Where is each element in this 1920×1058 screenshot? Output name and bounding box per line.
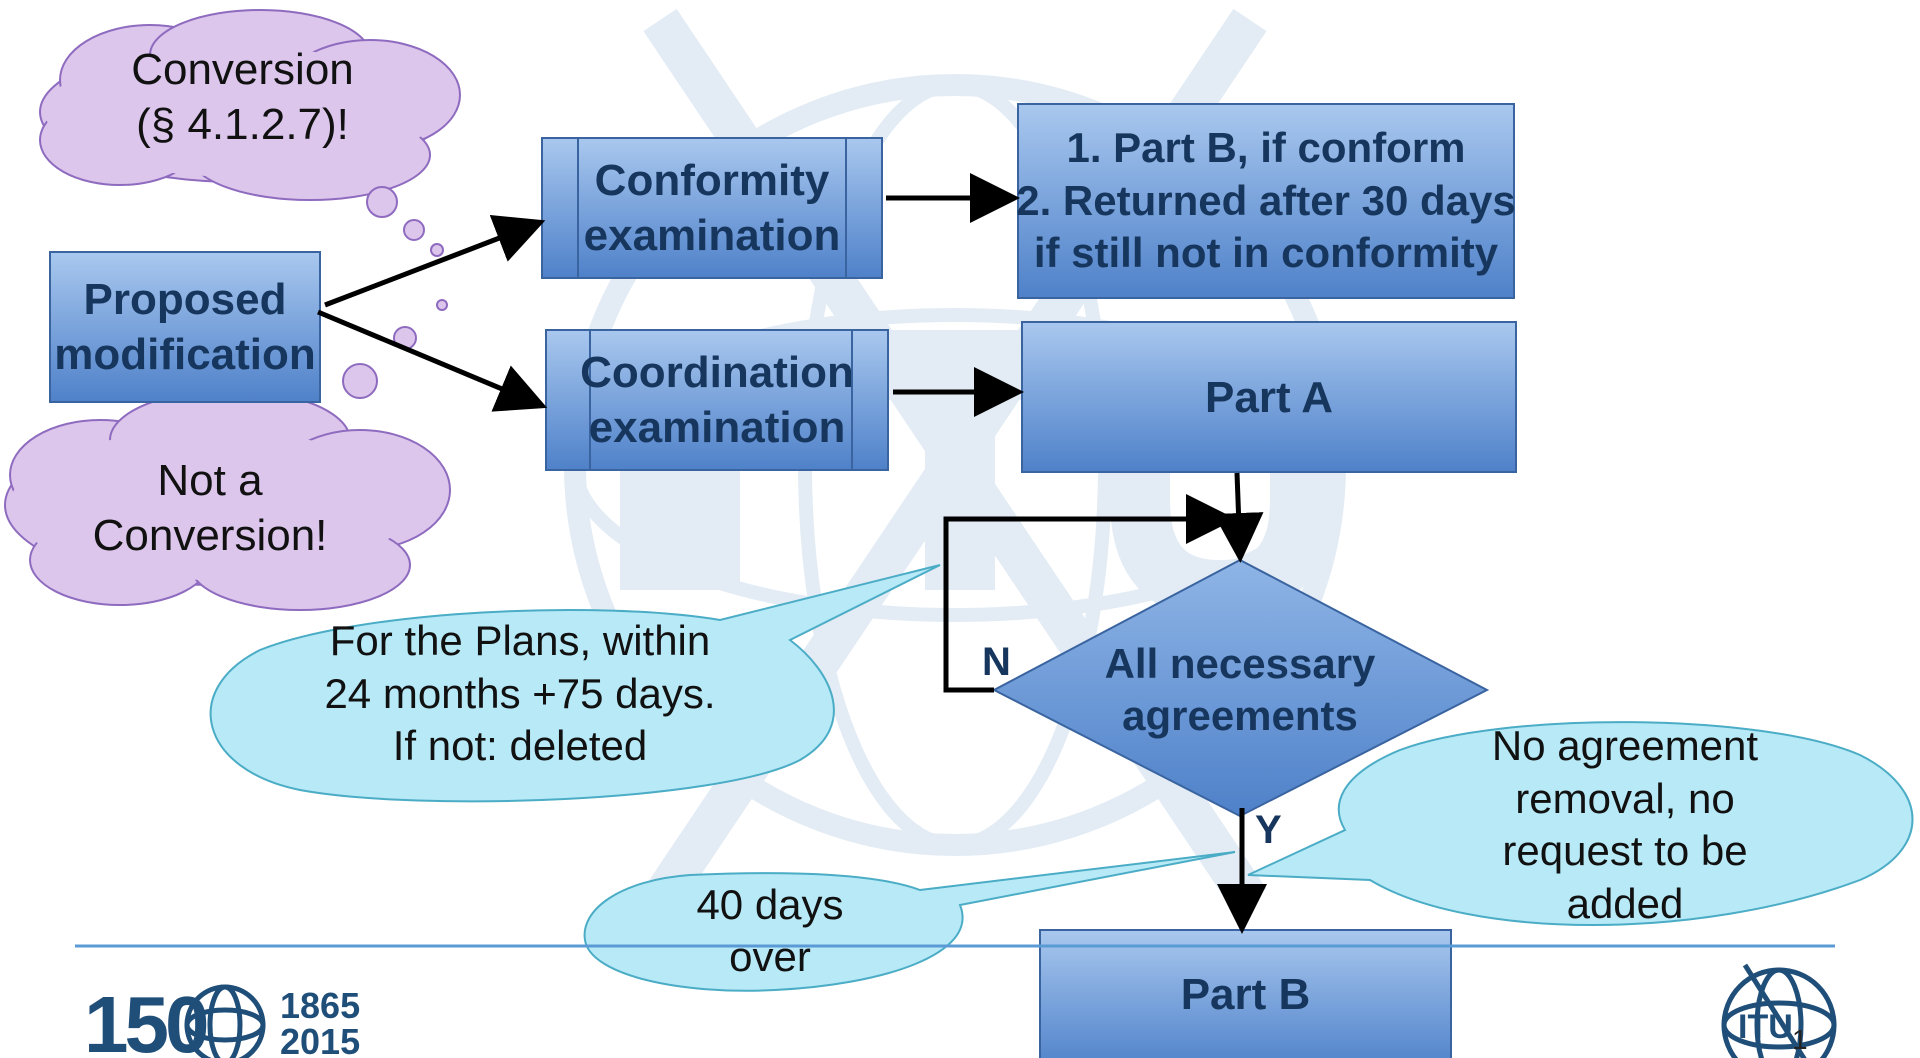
conformity-result-line-1: 1. Part B, if conform [1066, 124, 1466, 172]
callout-40days-shape [583, 851, 1236, 992]
part-a-label: Part A [1022, 322, 1516, 472]
decision-line-1: All necessary [1104, 639, 1376, 687]
branch-label-no: N [982, 640, 1011, 684]
cloud-not-conversion [4, 389, 451, 611]
callout-plans-shape [209, 564, 941, 803]
decision-label: All necessary agreements [1060, 630, 1420, 750]
conformity-examination-box [541, 137, 883, 279]
corner-emblem-label: ITU [1738, 1008, 1793, 1046]
thought-bubbles-upper [366, 186, 444, 257]
proposed-modification-box [49, 251, 321, 403]
logo-year-end: 2015 [280, 1021, 361, 1058]
cloud-not-conversion-text: Not a Conversion! [60, 448, 360, 568]
proposed-modification-label: Proposed modification [50, 252, 320, 402]
callout-40days-text: 40 days over [660, 876, 880, 986]
callout-40days-line-1: 40 days [696, 880, 844, 928]
coordination-line-1: Coordination [580, 348, 854, 397]
cloud-not-conversion-line-1: Not a [157, 456, 263, 505]
arrow-to-conformity [324, 214, 546, 308]
callout-no-agreement-line-3: request to be [1502, 827, 1748, 874]
callout-no-agreement-text: No agreement removal, no request to be a… [1440, 710, 1810, 940]
branch-label-yes: Y [1255, 808, 1282, 852]
callout-no-agreement-line-2: removal, no [1515, 774, 1735, 822]
logo-150-number: 150 [84, 985, 210, 1058]
thought-bubbles-lower [342, 299, 448, 399]
logo-150-digits: 150 [84, 980, 210, 1058]
slide-number: 1 [1792, 1024, 1808, 1055]
coordination-examination-box [545, 329, 889, 471]
conformity-examination-label: Conformity examination [542, 138, 882, 278]
conformity-result-label: 1. Part B, if conform 2. Returned after … [1016, 104, 1516, 298]
callout-plans-text: For the Plans, within 24 months +75 days… [260, 612, 780, 776]
callout-plans-line-2: 24 months +75 days. [324, 669, 716, 717]
cloud-conversion-line-1: Conversion [131, 45, 354, 94]
callout-no-agreement-shape [1247, 721, 1914, 926]
callout-no-agreement-line-4: added [1566, 879, 1684, 927]
conformity-line-2: examination [583, 211, 841, 260]
part-b-box [1039, 929, 1452, 1058]
conformity-result-line-2: 2. Returned after 30 days [1016, 176, 1516, 224]
cloud-not-conversion-line-2: Conversion! [92, 511, 328, 560]
coordination-line-2: examination [588, 403, 846, 452]
conformity-result-line-3: if still not in conformity [1033, 229, 1499, 277]
callout-plans-line-1: For the Plans, within [329, 617, 711, 665]
conformity-line-1: Conformity [594, 156, 830, 205]
connector-part-a-to-decision [1213, 472, 1264, 563]
cloud-conversion-line-2: (§ 4.1.2.7)! [136, 100, 349, 149]
callout-40days-line-2: over [729, 933, 811, 980]
loop-no-branch [943, 494, 1236, 693]
itu-150-emblem [184, 984, 266, 1058]
proposed-line-2: modification [54, 330, 316, 379]
part-b-label: Part B [1040, 930, 1451, 1058]
part-a-box [1021, 321, 1517, 473]
arrow-to-coordination [317, 309, 548, 412]
logo-year-start: 1865 [280, 985, 361, 1026]
cloud-conversion [39, 9, 461, 201]
cloud-conversion-text: Conversion (§ 4.1.2.7)! [80, 42, 405, 152]
proposed-line-1: Proposed [83, 275, 287, 324]
conformity-result-box [1017, 103, 1515, 299]
callout-plans-line-3: If not: deleted [392, 722, 648, 770]
itu-corner-emblem [1721, 963, 1837, 1058]
decision-line-2: agreements [1122, 692, 1358, 739]
part-a-text: Part A [1205, 372, 1333, 422]
part-b-text: Part B [1180, 969, 1311, 1019]
callout-no-agreement-line-1: No agreement [1491, 722, 1759, 769]
logo-years: 1865 2015 [280, 988, 360, 1058]
coordination-examination-label: Coordination examination [546, 330, 888, 470]
